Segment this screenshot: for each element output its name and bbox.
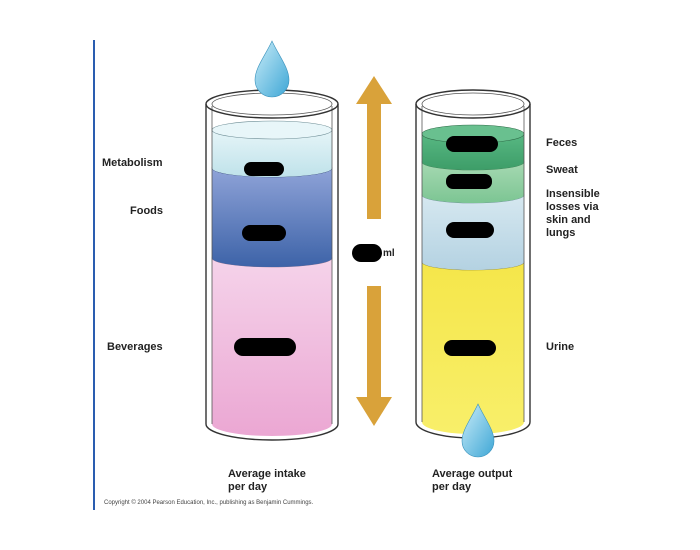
water-drop-intake-icon bbox=[254, 40, 290, 98]
metabolism-layer bbox=[212, 130, 332, 177]
output-cylinder bbox=[415, 89, 531, 439]
water-drop-output-icon bbox=[461, 403, 495, 458]
down-arrow-icon bbox=[356, 286, 392, 426]
redaction-foods bbox=[242, 225, 286, 241]
redaction-total bbox=[352, 244, 382, 262]
label-sweat: Sweat bbox=[546, 164, 578, 176]
redaction-metabolism bbox=[244, 162, 284, 176]
page-margin-line bbox=[93, 40, 95, 510]
label-beverages: Beverages bbox=[107, 341, 163, 353]
copyright-text: Copyright © 2004 Pearson Education, Inc.… bbox=[104, 500, 314, 506]
redaction-feces bbox=[446, 136, 498, 152]
intake-cylinder bbox=[205, 89, 339, 441]
total-unit-label: ml bbox=[383, 248, 395, 259]
label-feces: Feces bbox=[546, 137, 578, 149]
foods-layer bbox=[212, 168, 332, 267]
caption-intake: Average intake per day bbox=[228, 468, 306, 493]
redaction-sweat bbox=[446, 174, 492, 189]
label-metabolism: Metabolism bbox=[102, 157, 163, 169]
double-arrow bbox=[356, 76, 392, 426]
redaction-beverages bbox=[234, 338, 296, 356]
label-foods: Foods bbox=[130, 205, 163, 217]
redaction-insensible bbox=[446, 222, 494, 238]
up-arrow-icon bbox=[356, 76, 392, 219]
label-urine: Urine bbox=[546, 341, 575, 353]
label-insensible: Insensible losses via skin and lungs bbox=[546, 188, 600, 239]
caption-output: Average output per day bbox=[432, 468, 513, 493]
redaction-urine bbox=[444, 340, 496, 356]
